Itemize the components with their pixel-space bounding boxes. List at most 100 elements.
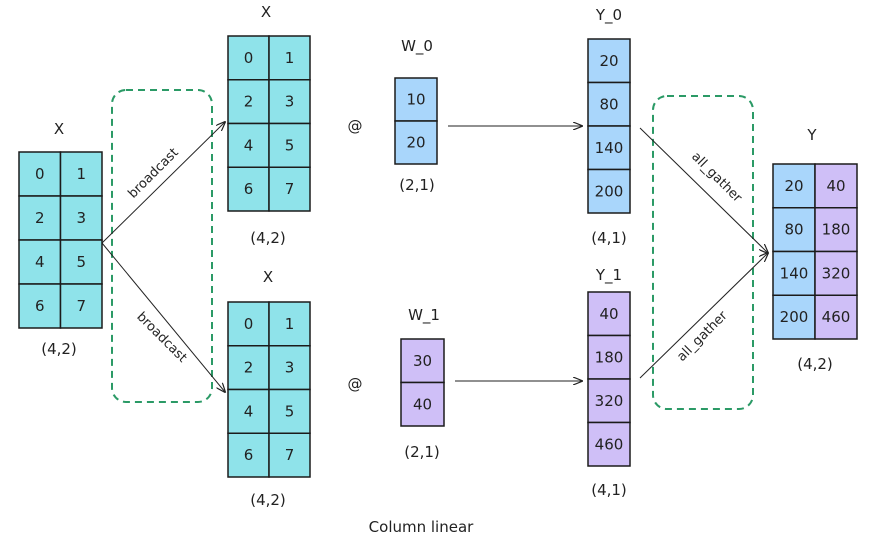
matrix-cell-value: 460 xyxy=(595,435,624,453)
matrix-cell xyxy=(587,421,631,467)
matrix-w1: 30 40 xyxy=(400,338,445,427)
matrix-cell xyxy=(400,381,445,427)
matrix-cell xyxy=(18,283,62,329)
matrix-y0-shape: (4,1) xyxy=(591,229,627,247)
matrix-x-input-shape: (4,2) xyxy=(41,340,77,358)
allgather-group-box xyxy=(652,95,754,410)
matrix-cell-value: 30 xyxy=(413,352,432,370)
matrix-x-top-shape: (4,2) xyxy=(250,229,286,247)
matrix-x-bottom-title: X xyxy=(263,268,273,286)
matrix-cell-value: 1 xyxy=(285,49,295,67)
matrix-cell-value: 7 xyxy=(285,180,295,198)
matrix-cell xyxy=(268,35,311,81)
matrix-cell-value: 320 xyxy=(595,392,624,410)
matrix-cell xyxy=(394,120,438,165)
matrix-y1-title: Y_1 xyxy=(595,266,622,285)
matrix-y-output-shape: (4,2) xyxy=(797,355,833,373)
allgather-arrow-top xyxy=(639,127,768,253)
matrix-w0-shape: (2,1) xyxy=(399,176,435,194)
broadcast-arrow-bottom xyxy=(101,242,225,392)
matrix-w1-title: W_1 xyxy=(408,306,440,325)
matrix-cell-value: 3 xyxy=(285,359,295,377)
matrix-cell xyxy=(400,338,445,384)
matrix-cell-value: 5 xyxy=(76,253,86,271)
matrix-cell-value: 80 xyxy=(784,221,803,239)
matrix-cell-value: 7 xyxy=(285,446,295,464)
matrix-cell-value: 6 xyxy=(244,446,254,464)
matrix-cell xyxy=(772,294,816,340)
matrix-cell xyxy=(227,166,270,212)
matrix-cell xyxy=(227,432,270,478)
matrix-cell-value: 200 xyxy=(780,308,809,326)
matrix-cell-value: 80 xyxy=(599,95,618,113)
broadcast-label-bottom: broadcast xyxy=(133,309,189,365)
matrix-cell-value: 140 xyxy=(780,264,809,282)
matrix-cell xyxy=(268,122,311,168)
matrix-cell-value: 10 xyxy=(406,91,425,109)
matrix-cell xyxy=(814,163,858,209)
matrix-cell-value: 140 xyxy=(595,139,624,157)
matrix-cell xyxy=(227,301,270,347)
matrix-cell-value: 6 xyxy=(35,297,45,315)
matrix-cell-value: 40 xyxy=(599,305,618,323)
matrix-cell-value: 2 xyxy=(244,359,254,377)
matrix-cell xyxy=(268,432,311,478)
diagram-caption: Column linear xyxy=(369,518,474,536)
matrix-cell xyxy=(268,345,311,391)
broadcast-group-box xyxy=(111,89,213,403)
matrix-cell-value: 4 xyxy=(35,253,45,271)
matrix-y-output: 20 40 80 180 140 320 200 460 xyxy=(772,163,858,340)
matrix-cell xyxy=(268,166,311,212)
matrix-w1-shape: (2,1) xyxy=(404,443,440,461)
matrix-cell-value: 180 xyxy=(822,221,851,239)
matrix-cell-value: 460 xyxy=(822,308,851,326)
matrix-cell xyxy=(814,294,858,340)
matrix-cell xyxy=(268,301,311,347)
matrix-cell-value: 20 xyxy=(784,177,803,195)
matrix-cell-value: 4 xyxy=(244,402,254,420)
matrix-cell xyxy=(59,239,103,285)
matrix-cell xyxy=(587,168,631,214)
matrix-cell-value: 0 xyxy=(35,165,45,183)
matrix-cell-value: 0 xyxy=(244,315,254,333)
matrix-cell xyxy=(227,345,270,391)
matmul-operator-top: @ xyxy=(348,117,363,135)
matrix-x-top-title: X xyxy=(261,3,271,21)
matrix-cell xyxy=(59,283,103,329)
matrix-cell-value: 4 xyxy=(244,136,254,154)
matrix-w0-title: W_0 xyxy=(401,37,433,56)
matrix-y1: 40 180 320 460 xyxy=(587,291,631,467)
matrix-cell xyxy=(814,207,858,253)
matrix-x-input-title: X xyxy=(54,120,64,138)
allgather-arrow-bottom xyxy=(639,253,768,379)
matrix-cell xyxy=(772,207,816,253)
matrix-cell-value: 5 xyxy=(285,402,295,420)
matrix-cell-value: 40 xyxy=(413,395,432,413)
matrix-cell-value: 180 xyxy=(595,348,624,366)
matrix-cell-value: 40 xyxy=(826,177,845,195)
matrix-cell-value: 20 xyxy=(599,52,618,70)
matrix-cell-value: 3 xyxy=(285,93,295,111)
matrix-y1-shape: (4,1) xyxy=(591,481,627,499)
matrix-cell-value: 320 xyxy=(822,264,851,282)
matrix-y0-title: Y_0 xyxy=(595,6,622,25)
matrix-cell xyxy=(587,38,631,84)
matmul-operator-bottom: @ xyxy=(348,375,363,393)
matrix-cell xyxy=(587,291,631,337)
matrix-y-output-title: Y xyxy=(806,126,817,144)
matrix-x-bottom-shape: (4,2) xyxy=(250,491,286,509)
broadcast-arrow-top xyxy=(101,122,225,244)
matrix-cell-value: 2 xyxy=(244,93,254,111)
matrix-cell xyxy=(587,334,631,380)
matrix-cell-value: 2 xyxy=(35,209,45,227)
matrix-cell-value: 1 xyxy=(76,165,86,183)
matrix-cell xyxy=(59,195,103,241)
allgather-label-top: all_gather xyxy=(688,149,745,206)
matrix-cell-value: 0 xyxy=(244,49,254,67)
